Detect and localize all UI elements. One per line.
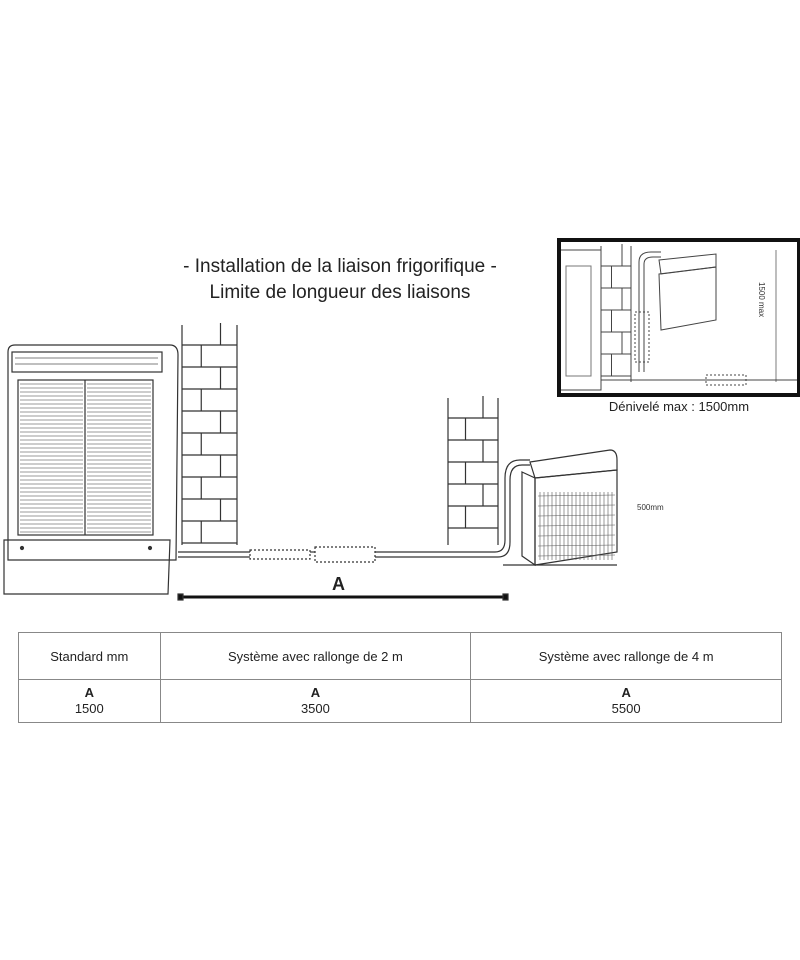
height-difference-inset: 1500 max — [557, 238, 800, 397]
cell-value: 5500 — [611, 701, 641, 716]
installation-diagram — [3, 323, 618, 601]
length-limits-table: Standard mm Système avec rallonge de 2 m… — [18, 632, 782, 723]
inset-height-label: 1500 max — [757, 282, 766, 317]
header-4m: Système avec rallonge de 4 m — [470, 632, 782, 680]
cell-label: A — [310, 685, 321, 700]
outdoor-unit-illustration — [503, 449, 618, 567]
table-header-row: Standard mm Système avec rallonge de 2 m… — [18, 632, 782, 680]
inset-illustration: 1500 max — [561, 244, 797, 391]
cell-value: 1500 — [74, 701, 104, 716]
indoor-unit-illustration — [3, 344, 179, 595]
wall-left — [181, 323, 238, 545]
cell-label: A — [84, 685, 94, 700]
diagram-subtitle: Limite de longueur des liaisons — [209, 282, 471, 303]
wall-right — [447, 396, 499, 545]
length-label: A — [332, 574, 345, 594]
clearance-label: 500mm — [637, 503, 664, 512]
cell-value: 3500 — [300, 701, 330, 716]
header-standard: Standard mm — [18, 632, 161, 680]
header-2m: Système avec rallonge de 2 m — [159, 632, 472, 680]
length-dimension-A — [177, 593, 509, 601]
inset-caption: Dénivelé max : 1500mm — [608, 399, 750, 414]
refrigerant-line — [178, 459, 530, 563]
cell-label: A — [621, 685, 631, 700]
diagram-title: - Installation de la liaison frigorifiqu… — [183, 256, 497, 277]
